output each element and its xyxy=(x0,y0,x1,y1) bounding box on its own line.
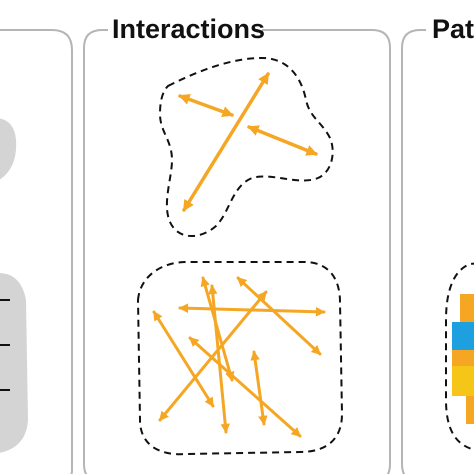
patterns-title: Pat xyxy=(432,14,474,44)
interaction-arrow xyxy=(188,336,302,438)
interaction-arrow xyxy=(182,72,270,212)
patterns-panel-border xyxy=(401,29,426,474)
patterns-panel: Pat xyxy=(401,14,474,474)
interactions-title: Interactions xyxy=(112,14,265,44)
interactions-panel-border xyxy=(83,29,391,474)
pattern-tile-orange xyxy=(466,396,474,424)
pattern-tile-orange xyxy=(452,350,474,368)
interaction-arrow xyxy=(236,276,322,356)
bottom-cluster-arrows xyxy=(152,276,326,438)
top-cluster-outline xyxy=(158,56,334,237)
top-cluster-arrows xyxy=(178,72,318,212)
pattern-tile-blue xyxy=(452,322,474,352)
interaction-arrow xyxy=(250,350,268,426)
pattern-tile-orange xyxy=(460,294,474,324)
left-gray-blob-bottom xyxy=(0,273,28,453)
left-gray-blob-top xyxy=(0,118,17,180)
interactions-panel: Interactions xyxy=(83,14,391,474)
left-panel-border xyxy=(0,29,73,474)
bottom-cluster-outline xyxy=(136,261,344,456)
interaction-arrow xyxy=(208,284,230,434)
interaction-arrow xyxy=(178,94,234,117)
pattern-tile-yellow xyxy=(452,366,474,396)
patterns-cluster-outline xyxy=(445,262,474,451)
left-panel xyxy=(0,29,73,474)
interaction-arrow xyxy=(247,125,318,156)
